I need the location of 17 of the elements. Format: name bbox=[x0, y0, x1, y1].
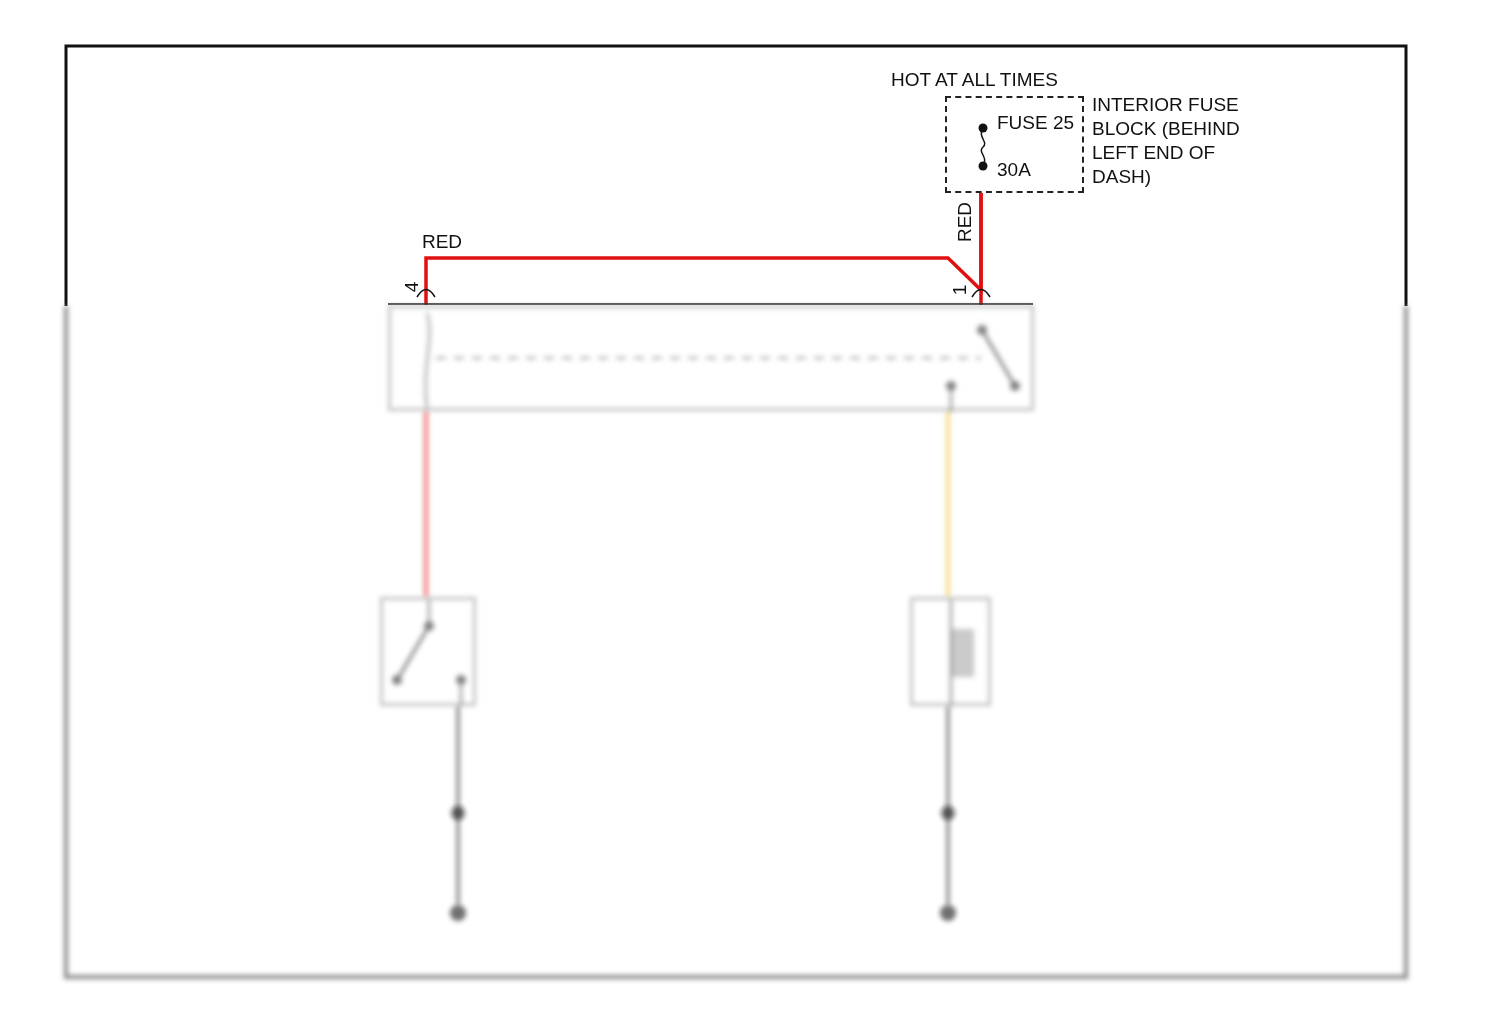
fuse-rating: 30A bbox=[997, 158, 1031, 182]
relay-box bbox=[388, 305, 1034, 411]
wire bbox=[946, 411, 950, 597]
ground-point bbox=[940, 905, 956, 921]
wire bbox=[456, 706, 460, 905]
circuit-note: HOT AT ALL TIMES bbox=[891, 68, 1058, 92]
location-note: INTERIOR FUSE BLOCK (BEHIND LEFT END OF DASH) bbox=[1092, 93, 1241, 189]
fuse-label: FUSE 25 bbox=[997, 111, 1075, 135]
ground-point bbox=[450, 905, 466, 921]
switch-box bbox=[380, 597, 476, 706]
solenoid-box bbox=[910, 597, 991, 706]
fuse-block bbox=[945, 96, 1084, 193]
pin-number: 4 bbox=[403, 281, 421, 293]
wire bbox=[424, 193, 983, 305]
wire bbox=[946, 706, 950, 905]
wire bbox=[424, 411, 428, 597]
pin-number: 1 bbox=[951, 284, 969, 296]
